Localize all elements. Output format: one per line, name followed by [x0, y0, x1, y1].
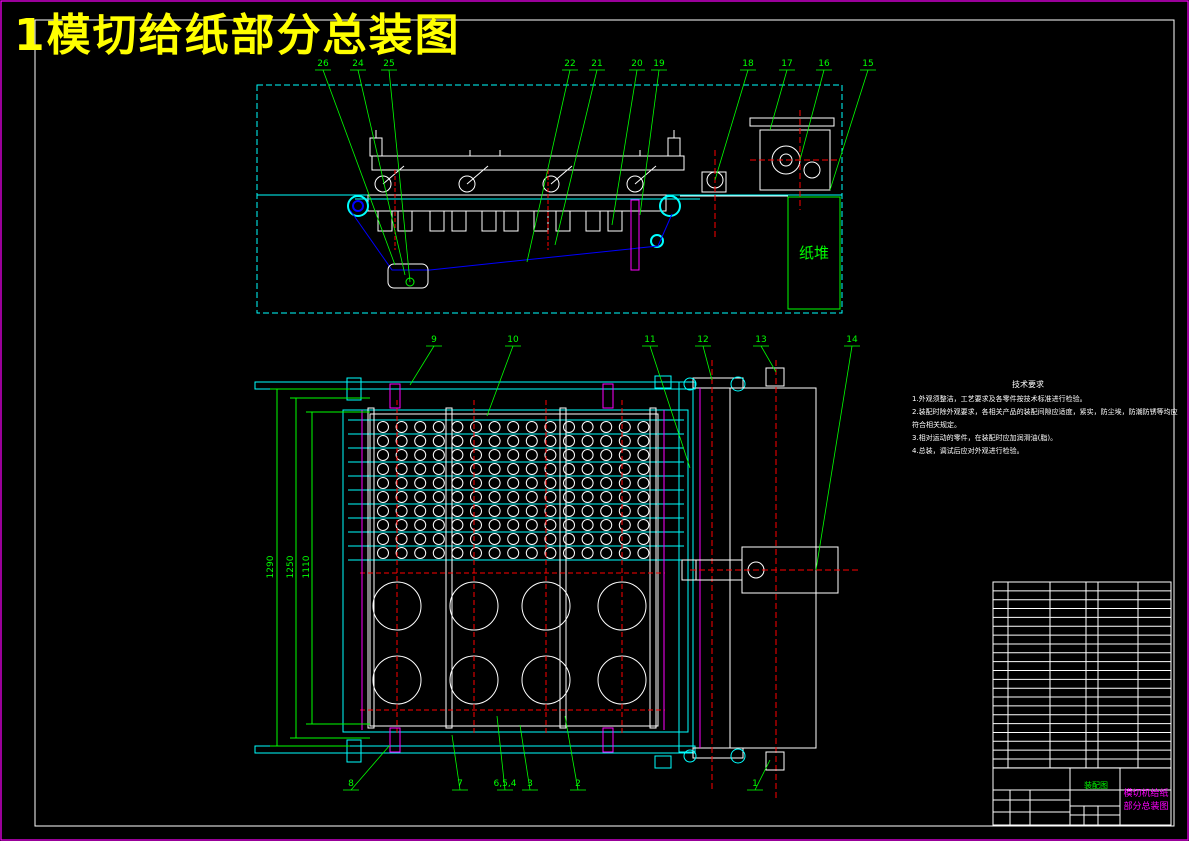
plan-callouts: 9 10 11 12 13 14 8 7 6,5,4 3 2 1 [343, 335, 860, 791]
callout-3: 3 [527, 779, 533, 789]
callout-16: 16 [818, 59, 830, 69]
side-view: 纸堆 26 24 25 22 21 20 19 18 17 16 15 [256, 59, 876, 314]
paper-stack-label: 纸堆 [799, 244, 829, 262]
callout-9: 9 [431, 335, 437, 345]
dimension-1250: 1250 [286, 555, 296, 578]
callout-13: 13 [755, 335, 766, 345]
dimension-1290: 1290 [266, 555, 276, 578]
callout-24: 24 [352, 59, 364, 69]
drawing-title: 1模切给纸部分总装图 [14, 10, 461, 61]
top-callouts: 26 24 25 22 21 20 19 18 17 16 15 [315, 59, 876, 283]
dimension-labels: 1290 1250 1110 [266, 555, 312, 578]
tech-item-3: 符合相关规定。 [912, 421, 961, 429]
callout-15: 15 [862, 59, 873, 69]
drawing-type: 装配图 [1084, 780, 1108, 790]
callout-19: 19 [653, 59, 665, 69]
callout-26: 26 [317, 59, 329, 69]
callout-12: 12 [697, 335, 708, 345]
suction-table [369, 413, 659, 727]
technical-requirements: 技术要求 1.外观须整洁，工艺要求及各零件按技术标准进行检验。 2.装配时除外观… [912, 378, 1178, 458]
tech-item-5: 4.总装，调试后应对外观进行检验。 [912, 447, 1024, 455]
callout-25: 25 [383, 59, 394, 69]
callout-8: 8 [348, 779, 354, 789]
plan-view: 1290 1250 1110 9 10 11 12 13 14 8 7 6,5,4 3 2 1 [254, 335, 860, 800]
tech-heading: 技术要求 [1012, 380, 1044, 389]
tech-item-4: 3.相对运动的零件，在装配时应加润滑油(脂)。 [912, 434, 1058, 442]
paper-stack [787, 196, 841, 310]
drawing-name-line2: 部分总装图 [1123, 800, 1168, 812]
callout-17: 17 [781, 59, 792, 69]
callout-7: 7 [457, 779, 463, 789]
callout-2: 2 [575, 779, 581, 789]
callout-20: 20 [631, 59, 643, 69]
callout-1: 1 [752, 779, 758, 789]
callout-21: 21 [591, 59, 602, 69]
callout-18: 18 [742, 59, 754, 69]
title-block: 装配图 模切机给纸 部分总装图 [992, 581, 1172, 826]
tech-item-1: 1.外观须整洁，工艺要求及各零件按技术标准进行检验。 [912, 395, 1087, 403]
callout-11: 11 [644, 335, 655, 345]
feeder-beam [371, 155, 685, 171]
drawing-name-line1: 模切机给纸 [1123, 787, 1168, 799]
tech-item-2: 2.装配时除外观要求，各相关产品的装配间隙应适度，紧实，防尘埃，防潮防锈等均应 [912, 408, 1178, 416]
callout-6-5-4: 6,5,4 [494, 779, 517, 789]
callout-10: 10 [507, 335, 519, 345]
dimension-1110: 1110 [302, 555, 312, 578]
inner-frame [34, 19, 1175, 827]
callout-22: 22 [564, 59, 575, 69]
callout-14: 14 [846, 335, 858, 345]
side-view-boundary [256, 84, 843, 314]
